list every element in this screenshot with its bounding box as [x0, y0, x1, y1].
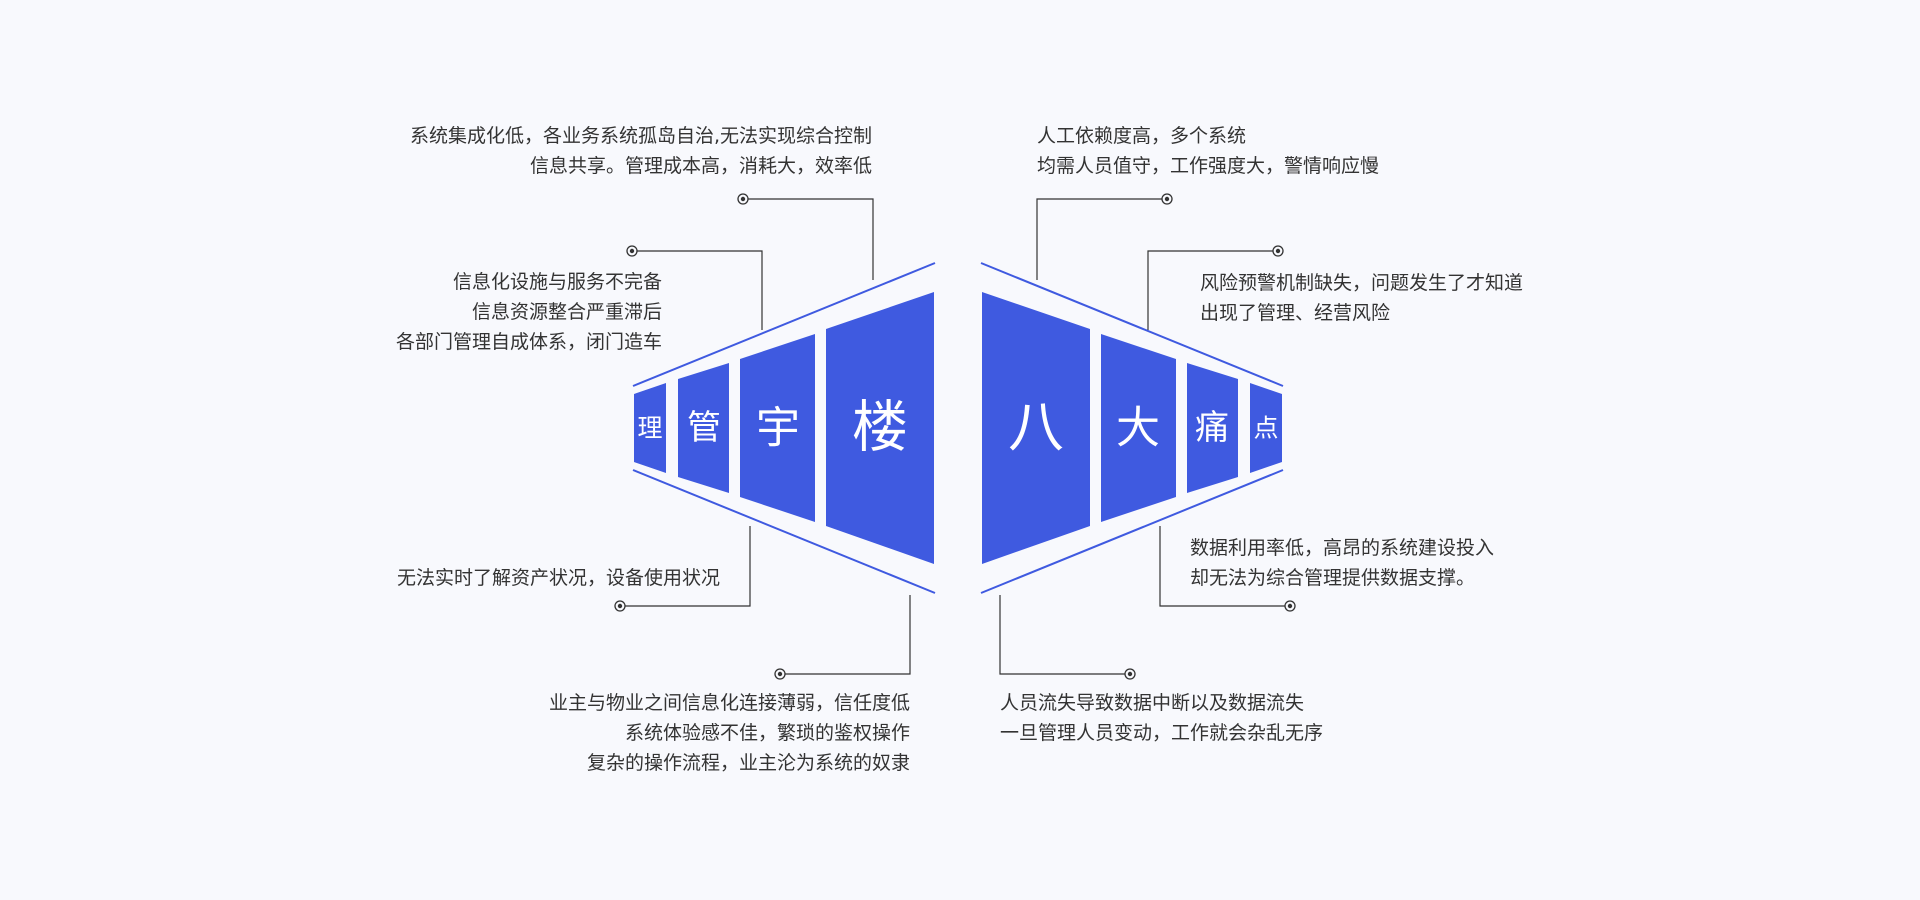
connector-top-right: [1036, 198, 1167, 280]
callout-bottom-right-line-2: 一旦管理人员变动，工作就会杂乱无序: [1000, 722, 1324, 744]
connector-dot-icon: [737, 193, 749, 205]
connector-dot-icon: [774, 668, 786, 680]
connector-top-left: [743, 198, 874, 280]
right-panel-group: 八 大 痛 点: [982, 292, 1282, 564]
callout-mid-right-line-2: 出现了管理、经营风险: [1200, 302, 1391, 324]
callout-top-left-line-1: 系统集成化低，各业务系统孤岛自治,无法实现综合控制: [409, 125, 872, 147]
callout-mid-left: 信息化设施与服务不完备 信息资源整合严重滞后 各部门管理自成体系，闭门造车: [396, 267, 662, 357]
callout-low-left: 无法实时了解资产状况，设备使用状况: [397, 563, 720, 593]
callout-low-left-line-1: 无法实时了解资产状况，设备使用状况: [396, 567, 720, 589]
connector-low-left: [620, 526, 751, 607]
right-panel-char-2: 大: [1116, 403, 1160, 454]
callout-low-right: 数据利用率低，高昂的系统建设投入 却无法为综合管理提供数据支撑。: [1190, 533, 1494, 593]
callout-bottom-left: 业主与物业之间信息化连接薄弱，信任度低 系统体验感不佳，繁琐的鉴权操作 复杂的操…: [549, 688, 910, 778]
right-panel-3: [1187, 363, 1238, 493]
left-top-outline: [632, 262, 936, 387]
connector-dot-icon: [1272, 245, 1284, 257]
left-panel-1: [826, 292, 934, 564]
connector-low-right: [1159, 526, 1290, 607]
callout-mid-right: 风险预警机制缺失，问题发生了才知道 出现了管理、经营风险: [1200, 268, 1523, 328]
funnel-outlines: [632, 262, 1284, 594]
connector-mid-right: [1147, 250, 1278, 330]
left-panel-3: [678, 363, 729, 493]
callout-mid-right-line-1: 风险预警机制缺失，问题发生了才知道: [1200, 272, 1524, 294]
left-panel-char-2: 宇: [756, 403, 800, 454]
connector-mid-left: [632, 250, 763, 330]
callout-bottom-left-line-2: 系统体验感不佳，繁琐的鉴权操作: [624, 722, 910, 744]
callout-mid-left-line-1: 信息化设施与服务不完备: [452, 271, 662, 293]
left-panel-char-1: 楼: [852, 396, 908, 461]
callout-top-right-line-2: 均需人员值守，工作强度大，警情响应慢: [1037, 155, 1380, 177]
callout-top-right: 人工依赖度高，多个系统 均需人员值守，工作强度大，警情响应慢: [1037, 121, 1379, 181]
left-panel-char-4: 理: [637, 414, 662, 443]
callout-bottom-right: 人员流失导致数据中断以及数据流失 一旦管理人员变动，工作就会杂乱无序: [1000, 688, 1323, 748]
right-panel-char-4: 点: [1253, 414, 1278, 443]
right-panel-4: [1250, 383, 1282, 473]
right-panel-char-3: 痛: [1195, 408, 1229, 448]
left-panel-group: 楼 宇 管 理: [634, 292, 934, 564]
right-panel-2: [1101, 334, 1176, 522]
callout-low-right-line-2: 却无法为综合管理提供数据支撑。: [1190, 567, 1476, 589]
callout-mid-left-line-2: 信息资源整合严重滞后: [471, 301, 662, 323]
callout-bottom-right-line-1: 人员流失导致数据中断以及数据流失: [1000, 692, 1305, 714]
connector-dot-icon: [1124, 668, 1136, 680]
callout-bottom-left-line-1: 业主与物业之间信息化连接薄弱，信任度低: [548, 692, 910, 714]
right-panel-char-1: 八: [1008, 396, 1064, 461]
callout-top-left: 系统集成化低，各业务系统孤岛自治,无法实现综合控制 信息共享。管理成本高，消耗大…: [410, 121, 872, 181]
callout-bottom-left-line-3: 复杂的操作流程，业主沦为系统的奴隶: [586, 752, 910, 774]
left-panel-4: [634, 383, 666, 473]
connector-bottom-right: [999, 595, 1130, 675]
left-panel-char-3: 管: [687, 408, 721, 448]
callout-top-left-line-2: 信息共享。管理成本高，消耗大，效率低: [529, 155, 872, 177]
callout-top-right-line-1: 人工依赖度高，多个系统: [1037, 125, 1247, 147]
callout-low-right-line-1: 数据利用率低，高昂的系统建设投入: [1190, 537, 1495, 559]
connector-dot-icon: [1161, 193, 1173, 205]
connector-bottom-left: [780, 595, 911, 675]
connector-dot-icon: [1284, 600, 1296, 612]
right-bottom-outline: [980, 469, 1284, 594]
left-bottom-outline: [632, 469, 936, 594]
right-panel-1: [982, 292, 1090, 564]
connector-dot-icon: [626, 245, 638, 257]
connector-dots: [614, 193, 1296, 680]
connector-lines: [620, 198, 1290, 675]
callout-mid-left-line-3: 各部门管理自成体系，闭门造车: [395, 331, 662, 353]
left-panel-2: [740, 334, 815, 522]
right-top-outline: [980, 262, 1284, 387]
connector-dot-icon: [614, 600, 626, 612]
